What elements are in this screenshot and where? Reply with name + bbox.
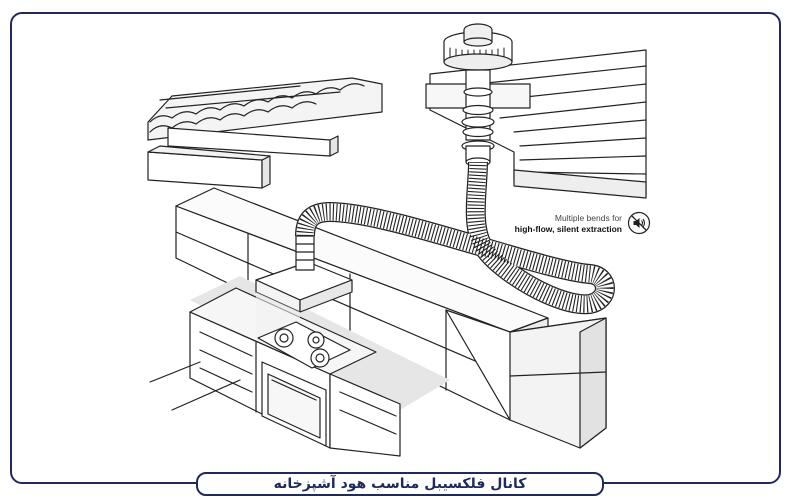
caption-title: کانال فلکسیبل مناسب هود آشپزخانه — [273, 476, 527, 492]
annotation-line-1: Multiple bends for — [554, 213, 622, 223]
flexible-duct — [295, 161, 615, 315]
kitchen-cabinets — [149, 187, 607, 457]
gas-stove — [257, 321, 351, 447]
annotation-line-2: high-flow, silent extraction — [514, 224, 622, 234]
annotation-text: Multiple bends for high-flow, silent ext… — [498, 213, 622, 235]
left-roof — [147, 77, 383, 189]
vertical-duct — [461, 69, 495, 167]
muted-speaker-icon — [627, 211, 651, 235]
caption-box: کانال فلکسیبل مناسب هود آشپزخانه — [196, 472, 604, 496]
